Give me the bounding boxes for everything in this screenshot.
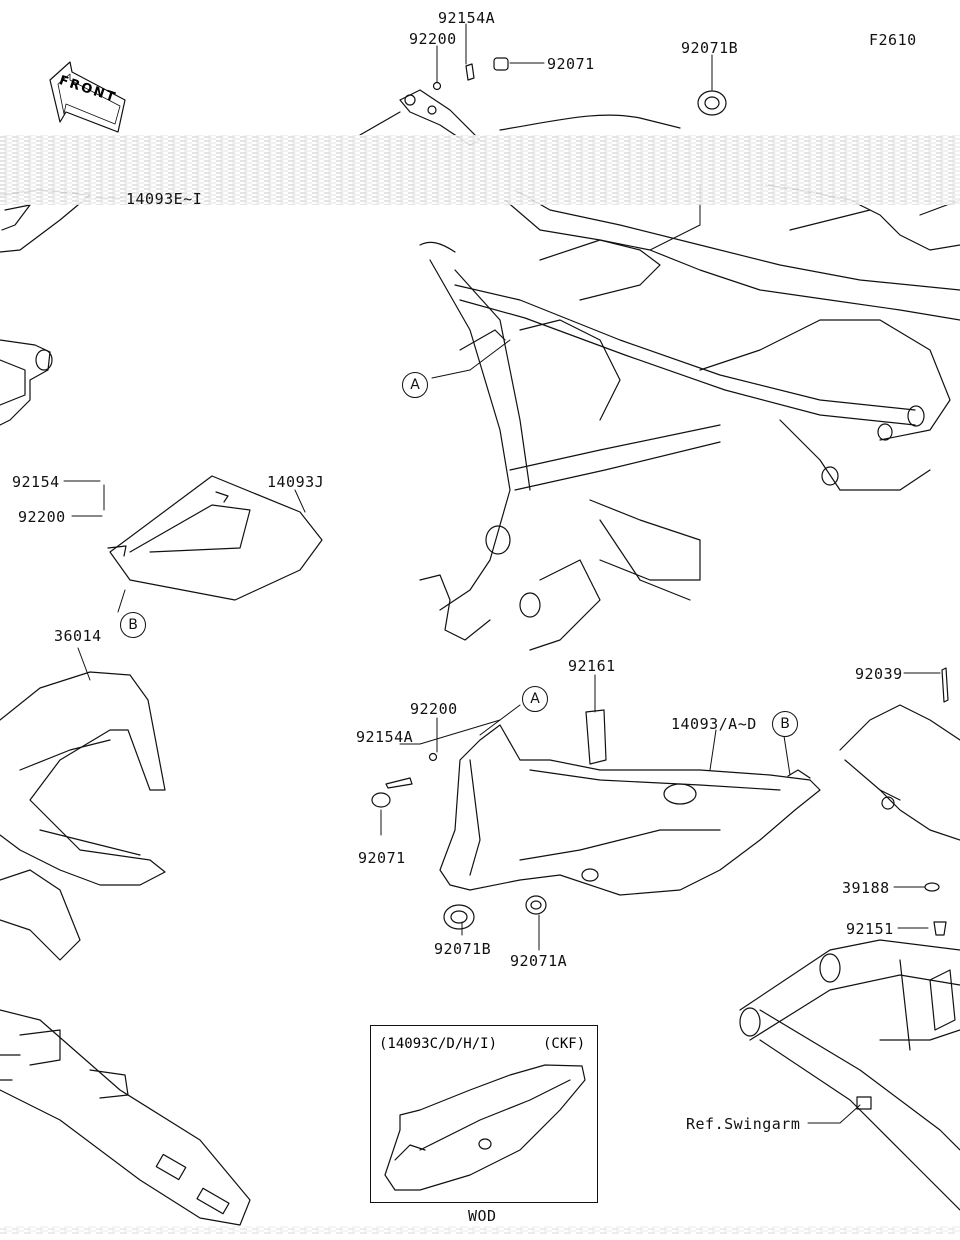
part-label[interactable]: 92071: [547, 55, 595, 73]
inset-footer: WOD: [468, 1207, 497, 1225]
part-label[interactable]: 92071B: [681, 39, 739, 57]
part-label[interactable]: 92154A: [438, 9, 496, 27]
lower-left-frame: [0, 1009, 251, 1226]
scan-noise-band: [0, 135, 960, 205]
upper-bracket: [359, 57, 727, 146]
part-label[interactable]: 14093/A~D: [671, 715, 757, 733]
part-label[interactable]: 92071: [358, 849, 406, 867]
right-cover: [839, 667, 960, 936]
inset-cover-drawing: [384, 1064, 586, 1191]
part-label[interactable]: 36014: [54, 627, 102, 645]
part-label[interactable]: Ref.Swingarm: [686, 1115, 801, 1133]
inset-title: (14093C/D/H/I): [379, 1036, 498, 1052]
part-label[interactable]: 92161: [568, 657, 616, 675]
part-label[interactable]: 92200: [409, 30, 457, 48]
callout-circle: A: [522, 686, 548, 712]
inset-box: (14093C/D/H/I) (CKF): [370, 1025, 598, 1203]
front-arrow-icon: [49, 61, 126, 133]
inset-market: (CKF): [543, 1036, 586, 1052]
cover-14093-A-D: [439, 709, 821, 896]
figure-id: F2610: [869, 31, 917, 49]
fender-36014: [0, 671, 166, 961]
part-label[interactable]: 92200: [410, 700, 458, 718]
part-label[interactable]: 92039: [855, 665, 903, 683]
swingarm: [739, 939, 960, 1211]
left-frame-fragment: [0, 339, 53, 426]
callout-circle: B: [120, 612, 146, 638]
part-label[interactable]: 14093E~I: [126, 190, 203, 208]
part-label[interactable]: 92200: [18, 508, 66, 526]
callout-circle: A: [402, 372, 428, 398]
center-fasteners: [371, 752, 547, 930]
part-label[interactable]: 39188: [842, 879, 890, 897]
main-frame: [419, 184, 960, 651]
part-label[interactable]: 92154: [12, 473, 60, 491]
part-label[interactable]: 92154A: [356, 728, 414, 746]
scan-noise-bottom: [0, 1226, 960, 1234]
part-label[interactable]: 92151: [846, 920, 894, 938]
leader-lines: [63, 23, 941, 1124]
cover-14093J: [107, 475, 323, 601]
part-label[interactable]: 92071B: [434, 940, 492, 958]
callout-circle: B: [772, 711, 798, 737]
part-label[interactable]: 92071A: [510, 952, 568, 970]
part-label[interactable]: 14093J: [267, 473, 325, 491]
